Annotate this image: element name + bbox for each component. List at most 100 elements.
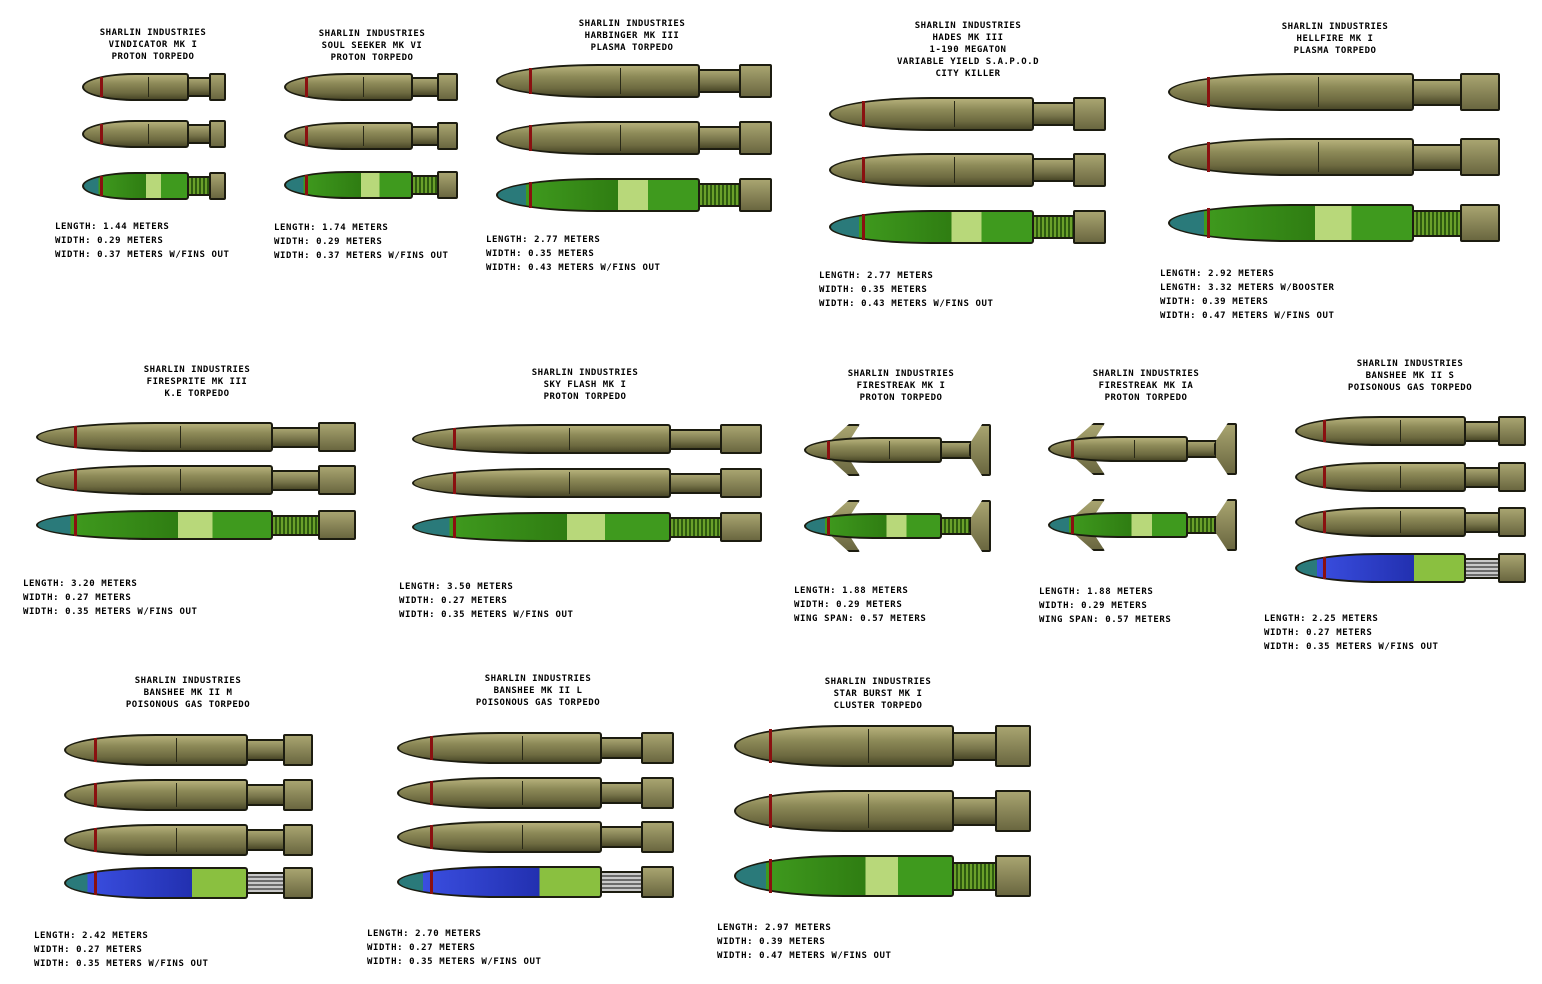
- designation-label: K.E TORPEDO: [164, 389, 230, 399]
- warhead-band: [100, 176, 103, 196]
- warhead-band: [94, 783, 97, 807]
- torpedo-body: [1048, 436, 1188, 462]
- spec-line: WIDTH: 0.35 METERS W/FINS OUT: [1264, 642, 1439, 652]
- tail-fin: [283, 824, 313, 856]
- designation-label: POISONOUS GAS TORPEDO: [1347, 383, 1473, 393]
- designation-label: BANSHEE MK II L: [493, 686, 583, 696]
- torpedo-sprite-olive: [36, 422, 356, 452]
- torpedo-sprite-blue: [1295, 553, 1526, 583]
- designation-label: FIRESTREAK MK IA: [1098, 381, 1194, 391]
- spec-line: LENGTH: 1.44 METERS: [55, 222, 170, 232]
- spec-line: WIDTH: 0.29 METERS: [1039, 601, 1148, 611]
- torpedo-sprite-olive: [1295, 507, 1526, 537]
- designation-label: VARIABLE YIELD S.A.P.O.D: [896, 57, 1040, 67]
- panel-seam: [522, 781, 523, 805]
- tail-fin: [641, 732, 674, 764]
- tail-fin: [1073, 210, 1106, 244]
- warhead-band: [1207, 208, 1210, 238]
- spec-line: LENGTH: 2.42 METERS: [34, 931, 149, 941]
- torpedo-body: [284, 122, 413, 150]
- tail-fin: [1498, 416, 1526, 446]
- designation-label: SKY FLASH MK I: [543, 380, 627, 390]
- warhead-band: [769, 859, 772, 893]
- torpedo-body: [829, 153, 1034, 187]
- torpedo-sprite-olive: [1048, 423, 1237, 475]
- tail-fin: [283, 867, 313, 899]
- torpedo-sprite-green: [734, 855, 1031, 897]
- designation-label: PROTON TORPEDO: [859, 393, 943, 403]
- torpedo-sprite-olive: [82, 73, 226, 101]
- panel-seam: [148, 124, 149, 144]
- manufacturer-label: SHARLIN INDUSTRIES: [484, 674, 592, 684]
- manufacturer-label: SHARLIN INDUSTRIES: [1281, 22, 1389, 32]
- tail-fin: [739, 64, 772, 98]
- torpedo-body: [804, 513, 942, 539]
- warhead-band: [430, 781, 433, 805]
- designation-label: CLUSTER TORPEDO: [833, 701, 923, 711]
- spec-line: WIDTH: 0.43 METERS W/FINS OUT: [819, 299, 994, 309]
- spec-line: LENGTH: 2.25 METERS: [1264, 614, 1379, 624]
- torpedo-body: [1168, 204, 1414, 242]
- panel-seam: [569, 428, 570, 450]
- torpedo-specs: LENGTH: 1.88 METERS WIDTH: 0.29 METERS WIN…: [794, 584, 926, 626]
- panel-seam: [954, 157, 955, 183]
- torpedo-body: [734, 790, 954, 832]
- designation-label: BANSHEE MK II S: [1365, 371, 1455, 381]
- warhead-band: [862, 214, 865, 240]
- spec-line: LENGTH: 2.77 METERS: [819, 271, 934, 281]
- tail-fin: [1498, 507, 1526, 537]
- torpedo-body: [734, 725, 954, 767]
- designation-label: POISONOUS GAS TORPEDO: [475, 698, 601, 708]
- tail-fin: [283, 734, 313, 766]
- spec-line: WIDTH: 0.29 METERS: [794, 600, 903, 610]
- tail-fin: [209, 120, 226, 148]
- torpedo-body: [804, 437, 942, 463]
- torpedo-body: [397, 866, 602, 898]
- warhead-band: [430, 825, 433, 849]
- torpedo-body: [82, 73, 189, 101]
- panel-seam: [954, 101, 955, 127]
- torpedo-body: [82, 120, 189, 148]
- warhead-band: [94, 871, 97, 895]
- designation-label: FIRESTREAK MK I: [856, 381, 946, 391]
- torpedo-body: [1168, 73, 1414, 111]
- torpedo-sprite-green: [1168, 204, 1500, 242]
- tail-fin: [1498, 553, 1526, 583]
- manufacturer-label: SHARLIN INDUSTRIES: [1092, 369, 1200, 379]
- warhead-band: [529, 68, 532, 94]
- manufacturer-label: SHARLIN INDUSTRIES: [531, 368, 639, 378]
- panel-seam: [1318, 142, 1319, 172]
- torpedo-sprite-olive: [64, 779, 313, 811]
- spec-line: WING SPAN: 0.57 METERS: [794, 614, 927, 624]
- tail-fin: [720, 468, 762, 498]
- designation-label: HADES MK III: [932, 33, 1004, 43]
- spec-line: WIDTH: 0.29 METERS: [274, 237, 383, 247]
- torpedo-sprite-olive: [496, 64, 772, 98]
- torpedo-sprite-olive: [397, 821, 674, 853]
- designation-label: 1-190 MEGATON: [929, 45, 1007, 55]
- manufacturer-label: SHARLIN INDUSTRIES: [847, 369, 955, 379]
- tail-fin: [720, 512, 762, 542]
- torpedo-body: [1295, 507, 1466, 537]
- torpedo-sprite-olive: [284, 122, 458, 150]
- spec-line: LENGTH: 1.88 METERS: [794, 586, 909, 596]
- warhead-band: [305, 77, 308, 97]
- designation-label: SOUL SEEKER MK VI: [321, 41, 423, 51]
- torpedo-body: [829, 210, 1034, 244]
- torpedo-sprite-olive: [829, 97, 1106, 131]
- torpedo-body: [82, 172, 189, 200]
- warhead-band: [430, 870, 433, 894]
- panel-seam: [363, 77, 364, 97]
- torpedo-sprite-green: [82, 172, 226, 200]
- spec-line: LENGTH: 2.70 METERS: [367, 929, 482, 939]
- designation-label: PLASMA TORPEDO: [590, 43, 674, 53]
- warhead-band: [1323, 466, 1326, 488]
- torpedo-sprite-olive: [64, 824, 313, 856]
- tail-fin: [995, 855, 1031, 897]
- panel-seam: [180, 469, 181, 491]
- manufacturer-label: SHARLIN INDUSTRIES: [824, 677, 932, 687]
- torpedo-sprite-blue: [397, 866, 674, 898]
- warhead-band: [1207, 142, 1210, 172]
